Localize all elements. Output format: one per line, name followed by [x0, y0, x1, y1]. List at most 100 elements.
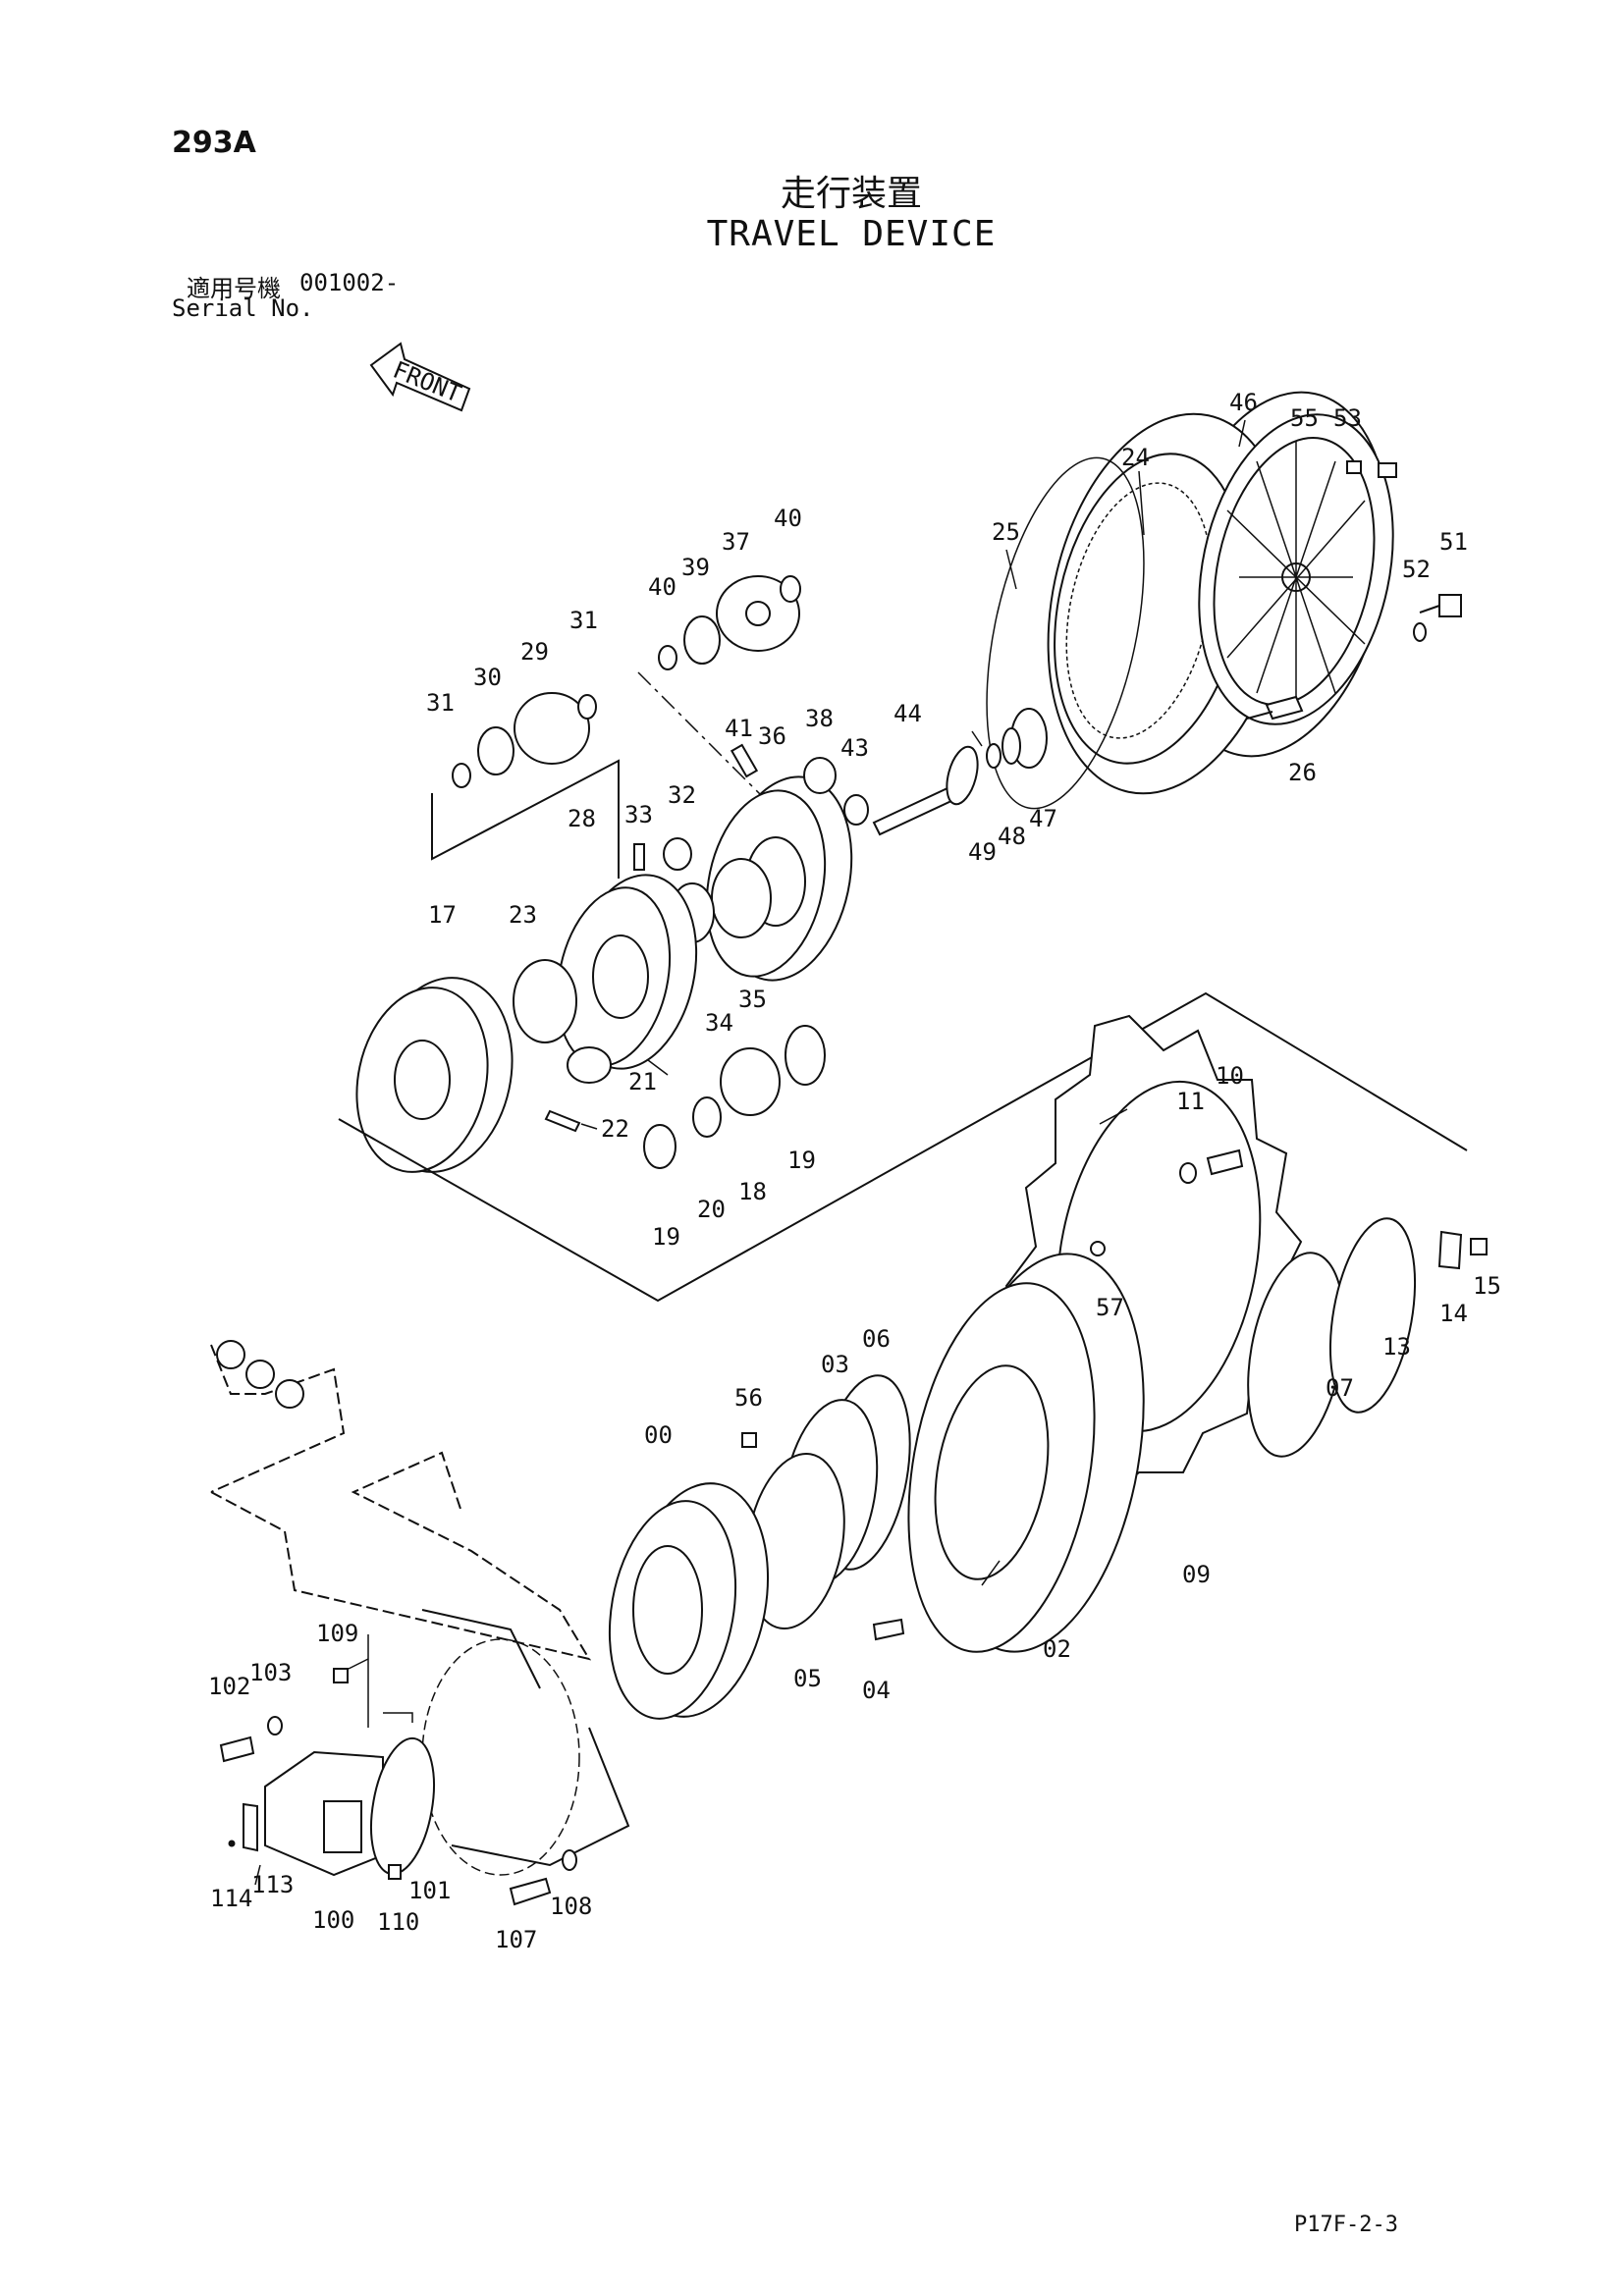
bolt-part-51: [1419, 594, 1462, 617]
callout-32: 32: [668, 781, 696, 809]
callout-34: 34: [705, 1009, 733, 1037]
callout-03: 03: [821, 1351, 849, 1378]
callout-11: 11: [1176, 1088, 1205, 1115]
callout-10: 10: [1216, 1062, 1244, 1090]
hub-part-17: [355, 977, 514, 1173]
pin-part-32: [663, 837, 692, 871]
plug-part-56: [741, 1432, 757, 1448]
callout-31-upper: 31: [569, 607, 598, 634]
washer-part-103: [267, 1716, 283, 1735]
gear-part-23: [513, 959, 577, 1043]
ring-part-49: [986, 743, 1001, 769]
callout-103: 103: [249, 1659, 292, 1686]
o-ring-part-25: [986, 456, 1145, 810]
washer-part-108: [562, 1849, 577, 1871]
travel-motor-part-100: [264, 1750, 384, 1877]
bolt-part-107: [509, 1877, 552, 1906]
plug-part-57: [1090, 1241, 1106, 1256]
callout-29: 29: [520, 638, 549, 666]
leader-line: [637, 671, 762, 796]
callout-17: 17: [428, 901, 457, 929]
callout-26: 26: [1288, 759, 1317, 786]
pin-part-41: [730, 743, 759, 778]
screw-part-114: [228, 1840, 236, 1847]
callout-113: 113: [251, 1871, 294, 1898]
track-frame: [210, 1340, 630, 1876]
washer-part-52: [1413, 622, 1427, 642]
plug-part-109: [333, 1668, 349, 1683]
plug-part-55: [1346, 460, 1362, 474]
plug-part-110: [388, 1864, 402, 1880]
callout-36: 36: [758, 722, 786, 750]
callout-35: 35: [738, 986, 767, 1013]
bearing-part-39: [683, 615, 721, 665]
leader-line-box: [431, 759, 620, 879]
ring-part-43: [843, 794, 869, 826]
serial-number-value: 001002-: [299, 269, 400, 296]
callout-15: 15: [1473, 1272, 1501, 1300]
callout-53: 53: [1333, 404, 1362, 432]
pin-part-21: [567, 1046, 612, 1084]
title-japanese: 走行装置: [780, 174, 922, 214]
callout-31-lower: 31: [426, 689, 455, 717]
bolt-part-10: [1206, 1148, 1244, 1176]
callout-21: 21: [628, 1068, 657, 1095]
leader-lines: [254, 419, 1246, 1886]
callout-40-lower: 40: [648, 573, 677, 601]
callout-43: 43: [840, 734, 869, 762]
callout-22: 22: [601, 1115, 629, 1143]
callout-40-upper: 40: [774, 505, 802, 532]
callout-25: 25: [992, 518, 1020, 546]
callout-19-left: 19: [652, 1223, 680, 1251]
callout-28: 28: [568, 805, 596, 832]
callout-19-right: 19: [787, 1147, 816, 1174]
spindle-part-00: [608, 1482, 770, 1720]
callout-47: 47: [1029, 805, 1057, 832]
callout-51: 51: [1439, 528, 1468, 556]
callout-30: 30: [473, 664, 502, 691]
callout-13: 13: [1382, 1333, 1411, 1361]
callout-38: 38: [805, 705, 834, 732]
callout-06: 06: [862, 1325, 891, 1353]
snap-ring-part-20: [692, 1096, 722, 1138]
callout-00: 00: [644, 1421, 673, 1449]
pin-part-22: [544, 1109, 581, 1133]
plate-part-14: [1437, 1230, 1463, 1270]
callout-04: 04: [862, 1677, 891, 1704]
bolt-part-102: [219, 1735, 255, 1763]
ring-part-48: [1001, 727, 1021, 765]
callout-33: 33: [624, 801, 653, 828]
callout-101: 101: [408, 1877, 451, 1904]
gear-part-37: [716, 575, 800, 652]
washer-part-11: [1179, 1162, 1197, 1184]
callout-labels: 46 55 53 24 25 51 52 40 37 39 40 31 29 3…: [208, 389, 1501, 1953]
callout-23: 23: [509, 901, 537, 929]
callout-20: 20: [697, 1196, 726, 1223]
cover-part-46: [1198, 413, 1394, 725]
callout-39: 39: [681, 554, 710, 581]
front-arrow-icon: FRONT: [369, 342, 471, 412]
front-label: FRONT: [389, 356, 464, 408]
group-outline: [338, 991, 1468, 1303]
drum-part-02: [907, 1253, 1145, 1653]
callout-05: 05: [793, 1665, 822, 1692]
callout-24: 24: [1121, 444, 1150, 471]
callout-48: 48: [998, 823, 1026, 850]
callout-55: 55: [1290, 404, 1319, 432]
bolt-part-15: [1470, 1238, 1488, 1255]
callout-41: 41: [725, 715, 753, 742]
bearing-part-19a: [643, 1124, 677, 1169]
washer-part-31a: [452, 763, 471, 788]
title-english: TRAVEL DEVICE: [706, 214, 997, 254]
callout-56: 56: [734, 1384, 763, 1412]
callout-100: 100: [312, 1906, 354, 1934]
washer-part-40b: [780, 575, 801, 603]
callout-49: 49: [968, 838, 997, 866]
carrier-part-28: [556, 874, 698, 1070]
shaft-part-44: [872, 745, 979, 836]
callout-07: 07: [1326, 1374, 1354, 1402]
gear-part-35: [711, 858, 772, 938]
callout-57: 57: [1096, 1294, 1124, 1321]
serial-label-english: Serial No.: [172, 294, 314, 322]
serial-label-japanese: 適用号機: [187, 275, 281, 302]
